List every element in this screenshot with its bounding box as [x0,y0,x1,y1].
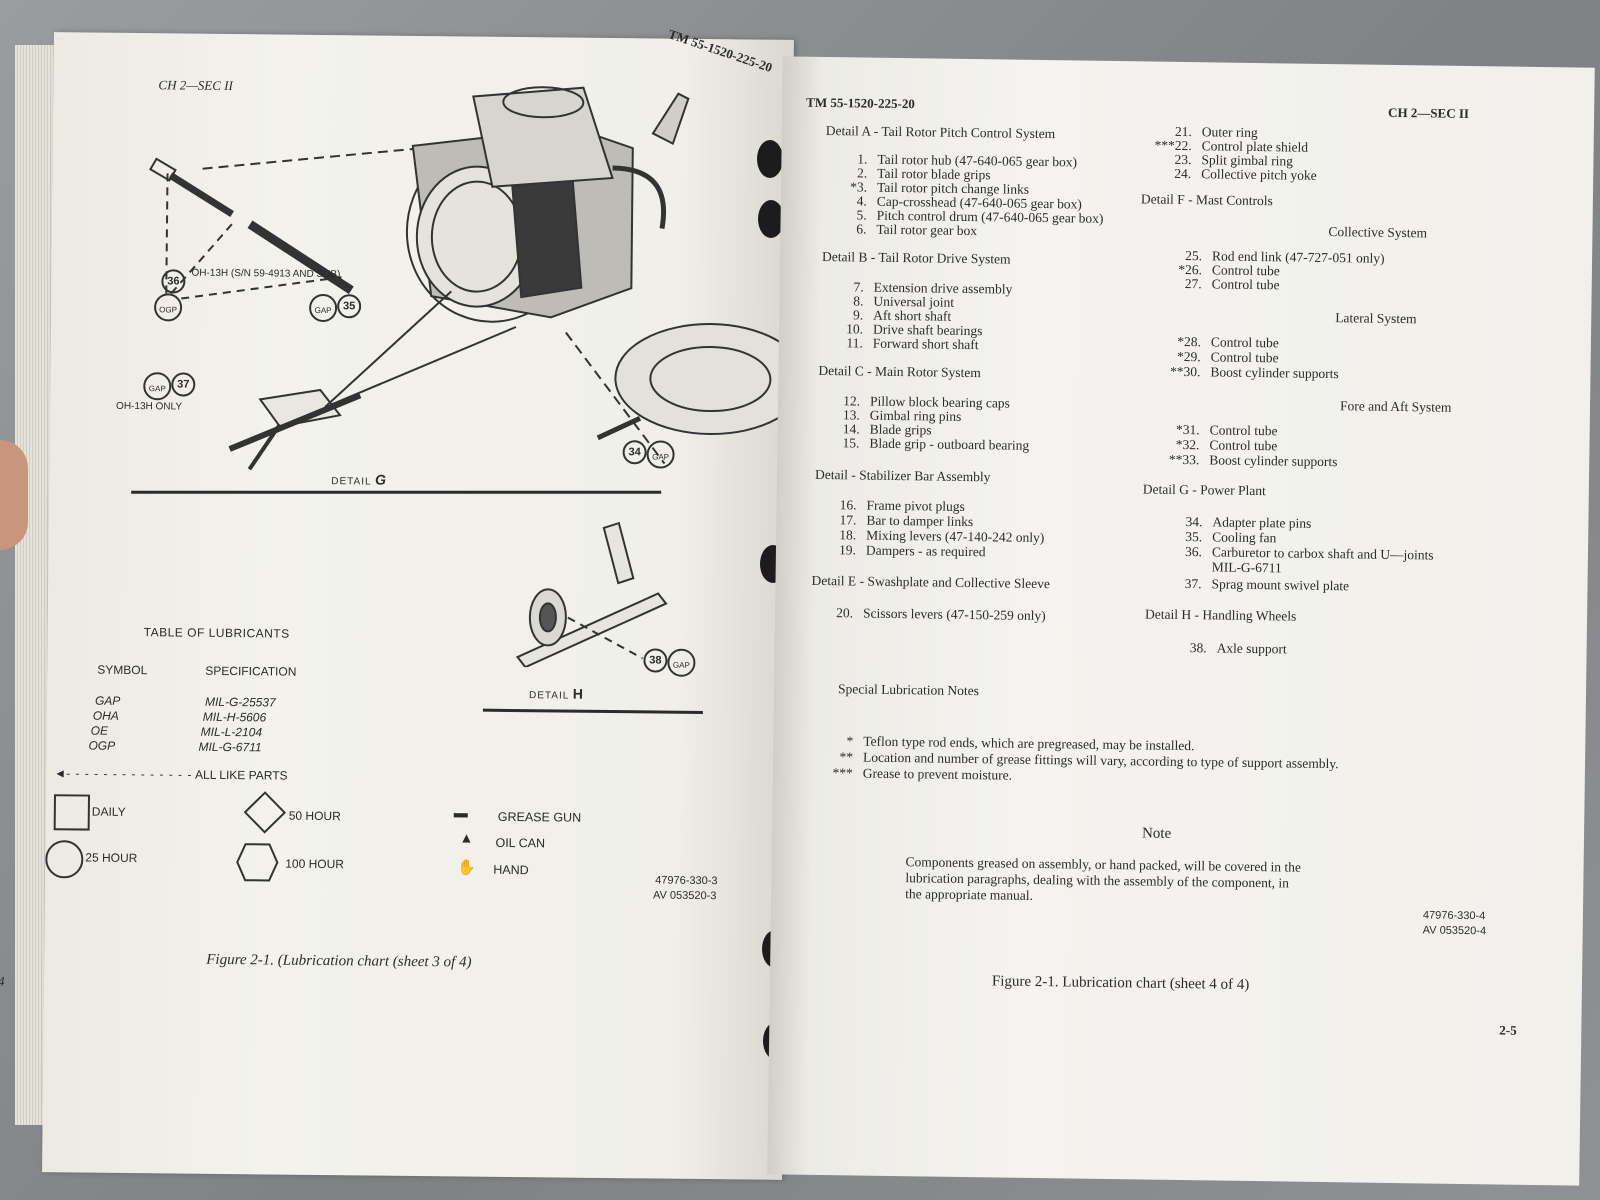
note-line: the appropriate manual. [905,886,1034,903]
detail-b-title: Detail B - Tail Rotor Drive System [821,248,1011,267]
callout-gap-badge-37: GAP [143,372,172,401]
oil-can-label: OIL CAN [495,835,546,851]
left-figure-caption: Figure 2-1. (Lubrication chart (sheet 3 … [206,951,472,971]
list-item: 27.Control tube [1184,276,1280,293]
lubricants-symbol-header: SYMBOL [97,662,148,678]
list-item: 38.Axle support [1189,640,1287,657]
50-hour-diamond-icon [243,791,287,834]
list-item: 37.Sprag mount swivel plate [1184,576,1350,594]
callout-38: 38 [643,648,668,673]
collective-system-title: Collective System [1328,224,1428,241]
25-hour-label: 25 HOUR [85,850,138,866]
list-item: **30.Boost cylinder supports [1170,363,1339,382]
grease-gun-label: GREASE GUN [497,809,582,825]
right-page-number: 2-5 [1499,1022,1517,1038]
lubricants-title: TABLE OF LUBRICANTS [143,625,290,641]
left-ref-code-2: AV 053520-3 [652,889,717,903]
right-page: TM 55-1520-225-20 CH 2—SEC II Detail A -… [767,56,1595,1186]
detail-g-rule [131,490,662,494]
right-figure-caption: Figure 2-1. Lubrication chart (sheet 4 o… [991,973,1250,993]
fore-aft-system-title: Fore and Aft System [1339,398,1452,415]
detail-d-title: Detail - Stabilizer Bar Assembly [814,466,991,485]
list-item: 19.Dampers - as required [838,542,986,560]
detail-e-title: Detail E - Swashplate and Collective Sle… [811,572,1051,592]
callout-35: 35 [337,294,362,319]
50-hour-label: 50 HOUR [288,808,341,824]
lubricants-spec-header: SPECIFICATION [205,663,297,679]
right-section-header: CH 2—SEC II [1388,104,1470,121]
detail-h-illustration [515,521,668,669]
detail-h-rule [482,708,703,714]
detail-c-title: Detail C - Main Rotor System [818,362,981,381]
model-label-sub: OH-13H (S/N 59-4913 AND SUB) [191,267,341,281]
list-item: MIL-G-6711 [1211,559,1282,576]
arrow-left-icon: ◄ [54,766,67,781]
right-tm-header: TM 55-1520-225-20 [806,94,915,112]
detail-a-title: Detail A - Tail Rotor Pitch Control Syst… [825,122,1056,142]
detail-h-label: DETAIL H [529,685,584,702]
list-item: 24.Collective pitch yoke [1174,165,1317,183]
25-hour-circle-icon [45,840,84,879]
left-page-number: 4 [0,973,5,989]
callout-ogp-badge: OGP [153,293,183,322]
list-item: 15.Blade grip - outboard bearing [842,435,1030,453]
right-ref-code-2: AV 053520-4 [1422,924,1487,938]
detail-g-illustration [149,86,794,471]
detail-g-label: DETAIL G [331,471,387,488]
finger [0,440,28,550]
detail-h-title: Detail H - Handling Wheels [1144,606,1297,624]
lateral-system-title: Lateral System [1335,310,1417,327]
left-page: CH 2—SEC II TM 55-1520-225-20 [0,26,794,1180]
left-ref-code-1: 47976-330-3 [655,874,718,888]
daily-square-icon [53,794,91,831]
hand-icon: ✋ [457,860,477,877]
model-label-only: OH-13H ONLY [116,400,183,413]
list-item: 11.Forward short shaft [846,335,979,353]
note-item: ***Grease to prevent moisture. [832,765,1013,783]
detail-g-title: Detail G - Power Plant [1142,481,1266,499]
100-hour-hexagon-icon [236,843,279,882]
list-item: 6.Tail rotor gear box [856,221,978,239]
special-notes-title: Special Lubrication Notes [837,681,980,699]
list-item: **33.Boost cylinder supports [1168,451,1338,470]
note-heading: Note [1141,825,1172,842]
binder-hole [757,140,783,178]
callout-36: 36 [161,269,186,294]
list-item: 20.Scissors levers (47-150-259 only) [836,605,1046,624]
detail-f-title: Detail F - Mast Controls [1140,191,1273,209]
100-hour-label: 100 HOUR [285,856,345,872]
grease-gun-icon: ▬ [453,806,468,822]
right-ref-code-1: 47976-330-4 [1422,909,1486,923]
callout-37: 37 [171,372,196,397]
callout-gap-badge-35: GAP [308,293,338,323]
callout-34: 34 [622,440,647,465]
callout-gap-badge-34: GAP [646,440,675,469]
callout-gap-badge-38: GAP [667,648,696,677]
hand-label: HAND [493,862,529,878]
daily-label: DAILY [91,804,126,819]
all-like-parts-legend: ◄- - - - - - - - - - - - - - ALL LIKE PA… [54,766,288,783]
oil-can-icon: ▲ [459,831,474,847]
